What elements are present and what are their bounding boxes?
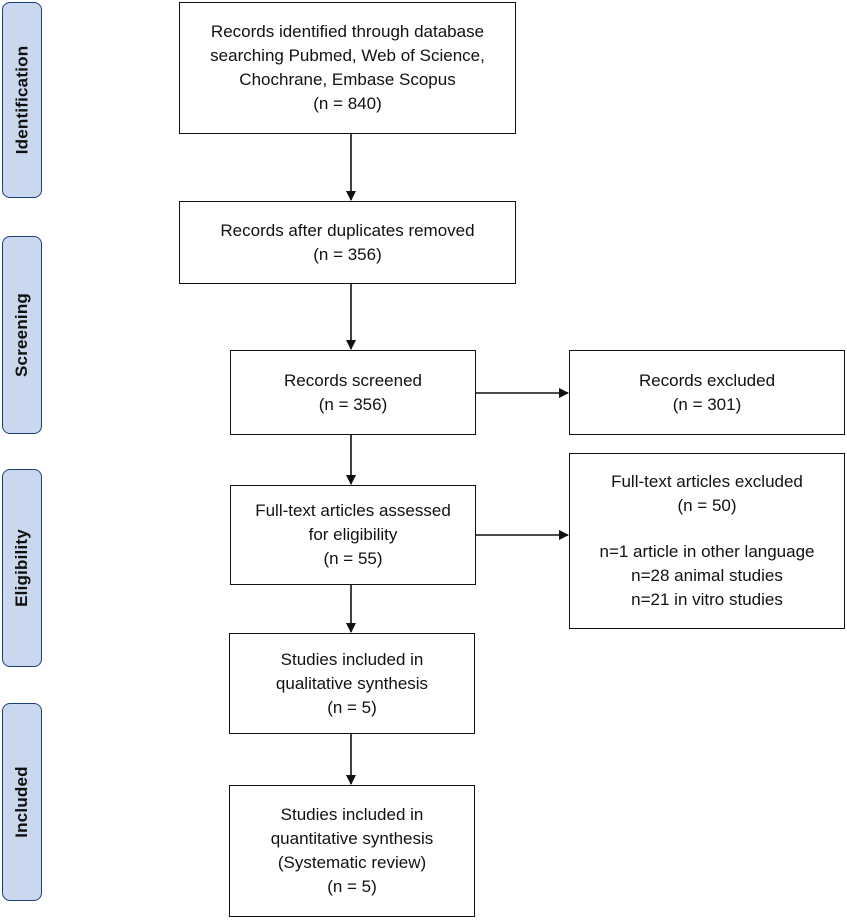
box-line: for eligibility <box>308 525 398 544</box>
box-line: (n = 356) <box>313 244 382 264</box>
phase-included: Included <box>2 703 42 901</box>
box-line: (n = 5) <box>327 697 377 717</box>
box-line: (n = 5) <box>327 877 377 896</box>
box-line: (n = 840) <box>313 94 382 113</box>
box-line: (Systematic review) <box>277 853 427 872</box>
box-qualitative-synthesis: Studies included in qualitative synthesi… <box>229 633 475 734</box>
box-line: Full-text articles excluded <box>611 472 803 491</box>
box-line: Chochrane, Embase Scopus <box>239 70 456 89</box>
box-records-identified: Records identified through database sear… <box>179 2 516 134</box>
box-line: Studies included in <box>280 805 424 824</box>
box-duplicates-removed: Records after duplicates removed (n = 35… <box>179 201 516 284</box>
box-fulltext-assessed: Full-text articles assessed for eligibil… <box>230 485 476 585</box>
box-line: Studies included in <box>280 649 424 669</box>
box-line: Records identified through database <box>210 22 485 41</box>
box-line: searching Pubmed, Web of Science, <box>210 46 485 65</box>
box-line: Records after duplicates removed <box>220 220 475 240</box>
box-line: Records excluded <box>638 370 776 390</box>
box-line: (n = 50) <box>677 496 737 515</box>
box-records-screened: Records screened (n = 356) <box>230 350 476 435</box>
box-line: (n = 55) <box>323 549 383 568</box>
box-line: quantitative synthesis <box>270 829 434 848</box>
phase-eligibility: Eligibility <box>2 469 42 667</box>
box-line: qualitative synthesis <box>275 673 429 693</box>
box-line: n=21 in vitro studies <box>631 590 783 609</box>
box-records-excluded: Records excluded (n = 301) <box>569 350 845 435</box>
box-line: Full-text articles assessed <box>255 501 451 520</box>
box-line: n=1 article in other language <box>599 542 815 561</box>
box-quantitative-synthesis: Studies included in quantitative synthes… <box>229 785 475 917</box>
phase-screening: Screening <box>2 236 42 434</box>
box-fulltext-excluded: Full-text articles excluded (n = 50) n=1… <box>569 453 845 629</box>
box-line: n=28 animal studies <box>631 566 783 585</box>
phase-identification: Identification <box>2 2 42 198</box>
box-line: (n = 356) <box>318 394 388 414</box>
box-line: (n = 301) <box>672 394 742 414</box>
box-line: Records screened <box>284 370 422 390</box>
